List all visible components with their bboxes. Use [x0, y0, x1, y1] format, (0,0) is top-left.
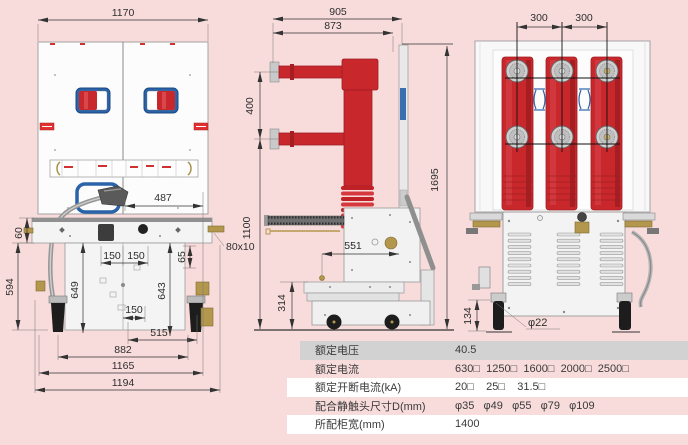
dim-150-bottom: 150: [125, 304, 143, 316]
dim-60: 60: [13, 227, 25, 239]
rear-side-brackets: [466, 212, 659, 308]
rear-structure: [466, 22, 659, 333]
side-trolley: [254, 194, 454, 331]
spec-value: 40.5: [455, 344, 477, 357]
spec-row-contact-size: 配合静触头尺寸D(mm) φ35 φ49 φ55 φ79 φ109: [300, 396, 688, 415]
dim-150-right: 150: [127, 250, 145, 262]
inspection-window-right: [143, 87, 179, 114]
front-chassis: [23, 217, 225, 244]
dim-314: 314: [276, 294, 288, 312]
nameplate-strip: [49, 159, 199, 178]
side-structure: [254, 44, 454, 331]
dim-1170: 1170: [112, 7, 135, 19]
spec-value: 1400: [455, 418, 480, 431]
dim-400: 400: [244, 97, 256, 115]
dim-300-left: 300: [530, 12, 548, 24]
rear-view-drawing: 300 300 134 φ22: [462, 12, 659, 333]
spec-value: φ35 φ49 φ55 φ79 φ109: [455, 399, 595, 412]
side-mechanism-box: [343, 207, 421, 283]
dim-1165: 1165: [112, 360, 135, 372]
spec-row-rated-voltage: 额定电压 40.5: [300, 341, 688, 360]
spec-table: 额定电压 40.5 额定电流 630□ 1250□ 1600□ 2000□ 25…: [287, 341, 688, 434]
spec-row-cabinet-width: 所配柜宽(mm) 1400: [287, 415, 688, 434]
front-wheels: [35, 280, 214, 332]
spec-label: 额定电流: [315, 363, 359, 376]
spec-row-breaking-current: 额定开断电流(kA) 20□ 25□ 31.5□: [287, 378, 688, 397]
dim-515: 515: [150, 327, 168, 339]
dim-65: 65: [176, 251, 188, 263]
side-pole: [269, 58, 379, 229]
dim-1695: 1695: [429, 168, 441, 192]
spec-label: 配合静触头尺寸D(mm): [315, 400, 426, 413]
dim-649: 649: [69, 281, 81, 299]
door-fasteners: [54, 74, 191, 209]
side-view-drawing: 905 873 1695 400 1100 551 314: [241, 6, 454, 331]
front-view-drawing: 1170 487 60 80x10 594 150 150 65 649 643: [4, 7, 255, 393]
dim-1194: 1194: [112, 377, 135, 389]
dim-150-left: 150: [103, 250, 121, 262]
front-cabinet: [37, 41, 209, 303]
rear-contacts: [505, 22, 620, 152]
rear-lower-panel: [502, 211, 626, 317]
top-red-ticks: [50, 43, 175, 45]
dim-80x10: 80x10: [226, 241, 255, 253]
rear-dimensions: 300 300 134 φ22: [462, 12, 607, 332]
dim-594: 594: [4, 278, 16, 296]
spec-value: 630□ 1250□ 1600□ 2000□ 2500□: [455, 362, 629, 375]
spec-label: 额定开断电流(kA): [315, 382, 402, 395]
dim-phi22: φ22: [528, 317, 547, 329]
spec-row-rated-current: 额定电流 630□ 1250□ 1600□ 2000□ 2500□: [300, 359, 688, 378]
dim-882: 882: [114, 344, 132, 356]
side-dimensions: 905 873 1695 400 1100 551 314: [241, 6, 453, 329]
dim-905: 905: [329, 6, 347, 18]
dim-300-right: 300: [575, 12, 593, 24]
inspection-window-left: [75, 87, 111, 114]
pole-clamps: [533, 88, 591, 111]
dim-873: 873: [324, 20, 342, 32]
front-dimensions: 1170 487 60 80x10 594 150 150 65 649 643: [4, 7, 255, 393]
spec-label: 额定电压: [315, 345, 359, 358]
spec-value: 20□ 25□ 31.5□: [455, 381, 546, 394]
earthing-arm: [264, 215, 345, 235]
dim-1100: 1100: [241, 217, 253, 240]
dim-134: 134: [462, 307, 474, 325]
side-red-labels: [39, 122, 209, 131]
spec-label: 所配柜宽(mm): [315, 419, 385, 432]
dim-551: 551: [344, 240, 362, 252]
louvers: [507, 232, 624, 286]
rear-wheels: [486, 292, 640, 333]
dim-487: 487: [154, 192, 172, 204]
dim-643: 643: [156, 282, 168, 300]
